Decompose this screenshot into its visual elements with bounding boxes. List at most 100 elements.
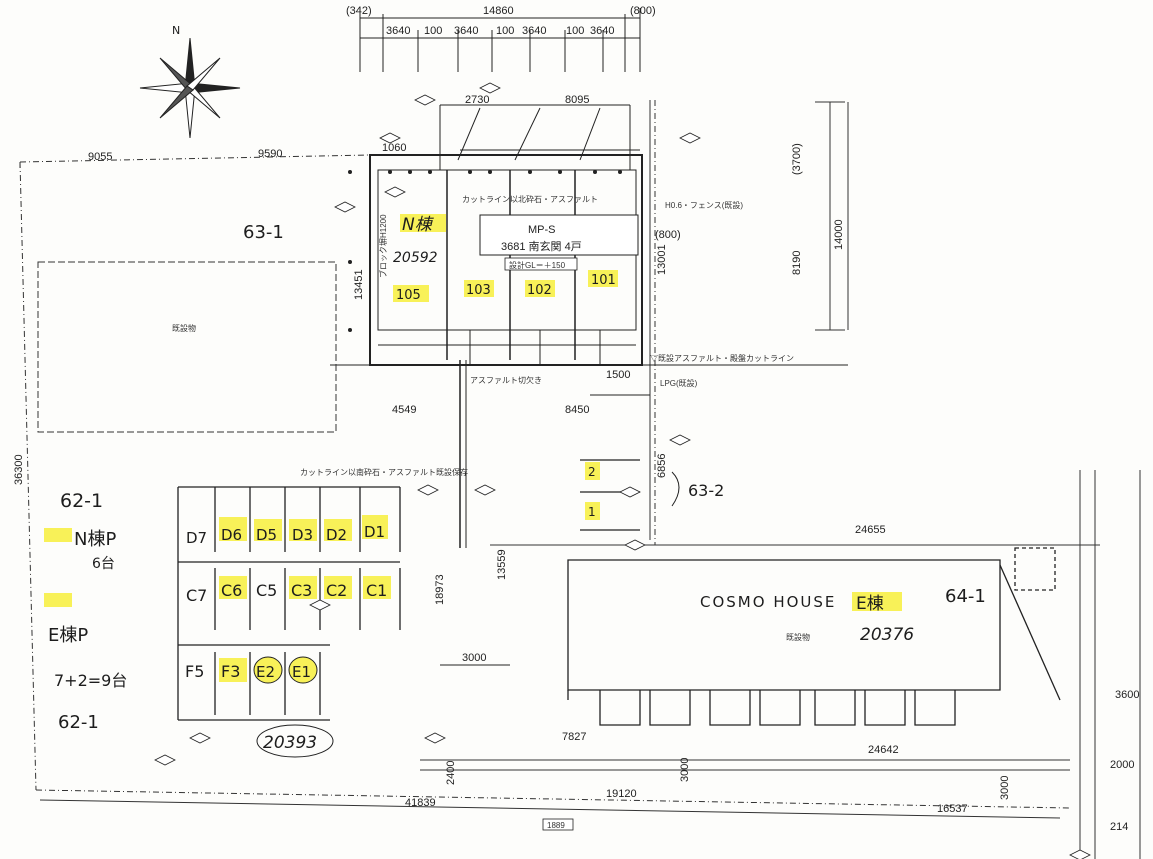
highlight — [219, 517, 247, 541]
note-fence: H0.6・フェンス(既設) — [665, 200, 743, 210]
building-n-spec: 3681 南玄関 4戸 — [501, 239, 582, 253]
dim-segment: 100 — [566, 25, 584, 37]
highlight — [852, 592, 902, 611]
dim-800-side: (800) — [655, 229, 681, 241]
stall-circle — [288, 656, 318, 684]
highlight — [44, 593, 72, 607]
parking-stall: C1 — [366, 581, 387, 600]
dim-41839: 41839 — [405, 797, 436, 809]
building-n-gl-box — [504, 257, 578, 271]
dim-2400: 2400 — [445, 761, 457, 785]
e-parking-label: E棟P — [48, 625, 88, 646]
north-arrow-icon: N — [139, 24, 241, 139]
dim-2730: 2730 — [465, 94, 489, 106]
building-n-gl: 設計GL＝＋150 — [509, 260, 566, 270]
dim-14000: 14000 — [833, 219, 845, 250]
building-n-number: 20592 — [393, 250, 438, 266]
unit-number: 102 — [527, 283, 552, 298]
survey-tags — [154, 82, 1091, 859]
highlight — [254, 657, 282, 683]
highlight — [525, 280, 555, 297]
n-parking-label: N棟P — [74, 529, 116, 550]
highlight — [44, 528, 72, 542]
parking-grid — [177, 459, 640, 721]
dim-2000: 2000 — [1110, 759, 1134, 771]
existing-structure-label: 既設物 — [172, 323, 196, 333]
highlight — [219, 576, 247, 599]
highlight — [289, 519, 317, 541]
dim-9055: 9055 — [88, 151, 112, 163]
dim-214: 214 — [1110, 821, 1128, 833]
highlight — [393, 285, 429, 302]
highlight — [324, 519, 352, 541]
dim-8450: 8450 — [565, 404, 589, 416]
dim-16537: 16537 — [937, 803, 968, 815]
dim-18973: 18973 — [434, 574, 446, 605]
dim-8095: 8095 — [565, 94, 589, 106]
unit-number: 101 — [591, 273, 616, 288]
parking-stall: D1 — [364, 523, 385, 541]
dim-13451: 13451 — [353, 269, 365, 300]
parking-stall: F3 — [221, 662, 240, 681]
lot-62-1-top: 62-1 — [60, 490, 103, 512]
note-cut-line: カットライン以北砕石・アスファルト — [462, 194, 598, 204]
note-lpg: LPG(既設) — [660, 378, 698, 388]
dim-8190: 8190 — [791, 251, 803, 275]
dim-segment: 100 — [424, 25, 442, 37]
parking-stall: 2 — [588, 465, 596, 479]
site-lines — [19, 100, 1141, 859]
parking-stall: D3 — [292, 526, 313, 544]
dim-3000-a: 3000 — [462, 652, 486, 664]
parking-stall: C5 — [256, 581, 277, 600]
dim-1060: 1060 — [382, 142, 406, 154]
dim-segment: 3640 — [386, 25, 410, 37]
note-road-cutline: ▽既設アスファルト・殿盤カットライン — [650, 353, 794, 363]
parking-stall: E1 — [292, 663, 311, 681]
lot-63-2-bracket — [671, 471, 680, 507]
building-n-model-box — [479, 214, 639, 256]
highlight — [400, 214, 446, 232]
highlight — [324, 576, 352, 599]
note-asphalt: アスファルト切欠き — [470, 375, 542, 385]
dim-segment: 100 — [496, 25, 514, 37]
dim-4549: 4549 — [392, 404, 416, 416]
n-parking-count: 6台 — [92, 556, 115, 572]
parking-stall: F5 — [185, 662, 204, 681]
building-n-name: N棟 — [402, 215, 435, 235]
dim-24655: 24655 — [855, 524, 886, 536]
unit-number: 103 — [466, 283, 491, 298]
dim-24642: 24642 — [868, 744, 899, 756]
highlight — [254, 519, 282, 541]
dim-1500: 1500 — [606, 369, 630, 381]
circled-number: 20393 — [263, 733, 317, 753]
dim-right-paren: (800) — [630, 5, 656, 17]
highlight — [219, 658, 247, 682]
survey-marker-box — [542, 818, 574, 831]
parking-stall: D5 — [256, 526, 277, 544]
parking-stall: D2 — [326, 526, 347, 544]
lot-64-1: 64-1 — [945, 586, 986, 607]
dim-36300: 36300 — [13, 454, 25, 485]
highlight — [464, 280, 494, 297]
dim-19120: 19120 — [606, 788, 637, 800]
dim-segment: 3640 — [454, 25, 478, 37]
lot-62-1-bottom: 62-1 — [58, 712, 99, 733]
highlight — [289, 576, 317, 599]
dim-left-paren: (342) — [346, 5, 372, 17]
lot-63-2: 63-2 — [688, 481, 724, 500]
stall-circle — [253, 656, 283, 684]
lot-63-1: 63-1 — [243, 222, 284, 243]
parking-stall: E2 — [256, 663, 275, 681]
parking-stall: D6 — [221, 526, 242, 544]
highlight — [585, 502, 600, 520]
dim-3700: (3700) — [791, 143, 803, 175]
note-cut-asphalt: カットライン以南砕石・アスファルト既設保存 — [300, 467, 468, 477]
parking-stall: C7 — [186, 586, 207, 605]
unit-number: 105 — [396, 288, 421, 303]
dim-3000-c: 3000 — [999, 776, 1011, 800]
dim-3000-b: 3000 — [679, 758, 691, 782]
building-e-existing: 既設物 — [786, 632, 810, 642]
dim-7827: 7827 — [562, 731, 586, 743]
dim-9590: 9590 — [258, 148, 282, 160]
